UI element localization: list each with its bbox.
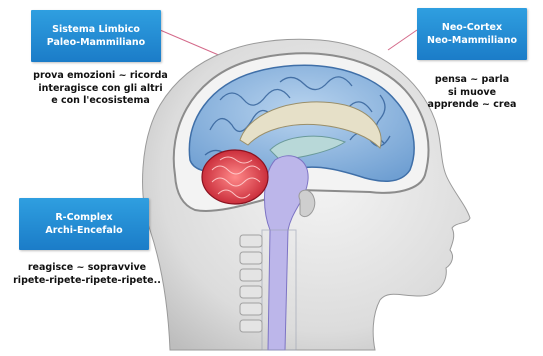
neocortex-label: Neo-Cortex Neo-Mammiliano (417, 8, 527, 60)
neocortex-title-line1: Neo-Cortex (442, 21, 502, 34)
limbic-title-line1: Sistema Limbico (52, 23, 140, 36)
limbic-desc-line2: interagisce con gli altri (18, 83, 183, 96)
rcomplex-desc-line1: reagisce ~ sopravvive (2, 262, 172, 275)
rcomplex-title-line1: R-Complex (55, 211, 112, 224)
neocortex-description: pensa ~ parla si muove apprende ~ crea (402, 74, 542, 112)
cerebellum-region (202, 150, 268, 204)
neocortex-desc-line3: apprende ~ crea (402, 99, 542, 112)
limbic-desc-line3: e con l'ecosistema (18, 95, 183, 108)
rcomplex-description: reagisce ~ sopravvive ripete-ripete-ripe… (2, 262, 172, 287)
neocortex-connector (388, 30, 417, 50)
rcomplex-desc-line2: ripete-ripete-ripete-ripete.. (2, 275, 172, 288)
limbic-title-line2: Paleo-Mammiliano (47, 36, 145, 49)
limbic-system-label: Sistema Limbico Paleo-Mammiliano (31, 10, 161, 62)
neocortex-desc-line2: si muove (402, 87, 542, 100)
rcomplex-label: R-Complex Archi-Encefalo (19, 198, 149, 250)
limbic-desc-line1: prova emozioni ~ ricorda (18, 70, 183, 83)
neocortex-desc-line1: pensa ~ parla (402, 74, 542, 87)
limbic-description: prova emozioni ~ ricorda interagisce con… (18, 70, 183, 108)
rcomplex-title-line2: Archi-Encefalo (45, 224, 122, 237)
neocortex-title-line2: Neo-Mammiliano (427, 34, 517, 47)
